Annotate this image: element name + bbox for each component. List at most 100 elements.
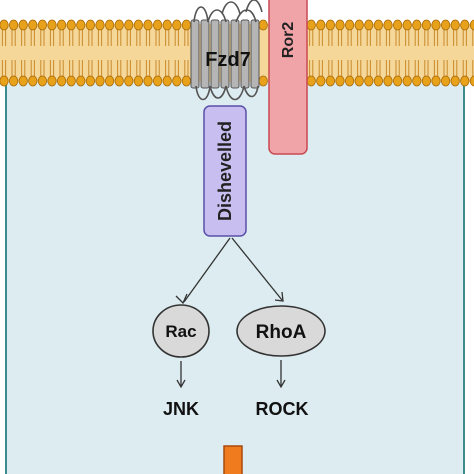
lipid-head xyxy=(431,75,441,87)
dishevelled-to-rac-arrow xyxy=(175,237,231,305)
dishevelled-label: Dishevelled xyxy=(215,121,235,221)
lipid-head xyxy=(383,19,393,31)
fzd7-intracellular-loops xyxy=(195,85,259,101)
lipid-head xyxy=(335,19,345,31)
rhoa-body xyxy=(236,305,326,357)
lipid-head xyxy=(364,19,374,31)
lipid-head xyxy=(344,75,355,87)
lipid-head xyxy=(18,75,28,87)
lipid-head xyxy=(47,75,57,87)
lipid-head xyxy=(354,19,364,31)
lipid-head xyxy=(76,75,86,87)
fzd7-transmembrane-helix xyxy=(230,19,240,89)
lipid-head xyxy=(9,19,19,31)
lipid-head xyxy=(37,19,48,31)
lipid-head xyxy=(258,75,268,87)
lipid-head xyxy=(95,19,105,31)
lipid-head xyxy=(364,75,374,87)
lipid-head xyxy=(56,75,67,87)
lipid-head xyxy=(85,19,96,31)
lipid-head xyxy=(181,19,191,31)
lipid-head xyxy=(172,75,182,87)
lipid-head xyxy=(0,75,9,87)
lipid-head xyxy=(325,19,335,31)
lipid-head xyxy=(402,75,412,87)
lipid-head xyxy=(412,19,422,31)
lipid-head xyxy=(460,75,470,87)
lipid-head xyxy=(421,19,431,31)
lipid-head xyxy=(56,19,67,31)
lipid-head xyxy=(124,75,134,87)
lipid-head xyxy=(37,75,48,87)
lipid-head xyxy=(373,75,383,87)
dishevelled: Dishevelled xyxy=(203,105,247,237)
ror2-body xyxy=(268,0,308,155)
lipid-head xyxy=(143,19,153,31)
lipid-head xyxy=(469,19,474,31)
lipid-head xyxy=(306,75,316,87)
fzd7-transmembrane-helix xyxy=(190,19,200,89)
lipid-head xyxy=(392,75,403,87)
lipid-head xyxy=(373,19,383,31)
lipid-head xyxy=(114,19,124,31)
lipid-head xyxy=(392,19,403,31)
lipid-head xyxy=(460,19,470,31)
lipid-head xyxy=(133,75,143,87)
bottom-orange-bar xyxy=(223,445,243,474)
fzd7-transmembrane-helix xyxy=(210,19,220,89)
lipid-head xyxy=(306,19,316,31)
lipid-head xyxy=(440,19,451,31)
lipid-head xyxy=(18,19,28,31)
lipid-head xyxy=(412,75,422,87)
rhoa-to-rock-arrow xyxy=(276,360,286,389)
fzd7-label: Fzd7 xyxy=(205,49,251,71)
lipid-head xyxy=(450,19,460,31)
lipid-head xyxy=(162,19,172,31)
ror2-receptor: Ror2 xyxy=(268,0,308,155)
lipid-head xyxy=(28,19,38,31)
lipid-head xyxy=(316,75,326,87)
rhoa-label: RhoA xyxy=(256,322,307,343)
lipid-head xyxy=(143,75,153,87)
rac-gtpase: Rac xyxy=(152,304,210,358)
rac-label: Rac xyxy=(165,322,196,341)
lipid-head xyxy=(66,75,76,87)
lipid-head xyxy=(105,75,115,87)
fzd7-receptor: Fzd7 xyxy=(190,0,263,101)
fzd7-transmembrane-helix xyxy=(250,19,260,89)
lipid-head xyxy=(133,19,143,31)
lipid-head xyxy=(85,75,96,87)
lipid-head xyxy=(0,19,9,31)
ror2-label: Ror2 xyxy=(280,22,297,59)
fzd7-transmembrane-helix xyxy=(200,19,210,89)
lipid-head xyxy=(153,75,163,87)
lipid-head xyxy=(105,19,115,31)
lipid-head xyxy=(402,19,412,31)
rock-label: ROCK xyxy=(256,399,309,419)
lipid-head xyxy=(47,19,57,31)
lipid-head xyxy=(344,19,355,31)
fzd7-extracellular-loops xyxy=(193,0,263,23)
lipid-head xyxy=(153,19,163,31)
lipid-head xyxy=(95,75,105,87)
rac-body xyxy=(152,304,210,358)
lipid-head xyxy=(124,19,134,31)
lipid-head xyxy=(383,75,393,87)
lipid-head xyxy=(258,19,268,31)
lipid-head xyxy=(421,75,431,87)
lipid-head xyxy=(9,75,19,87)
dishevelled-to-rhoa-arrow xyxy=(231,237,284,302)
lipid-head xyxy=(469,75,474,87)
lipid-head xyxy=(76,19,86,31)
lipid-head xyxy=(181,75,191,87)
rac-to-jnk-arrow xyxy=(176,361,186,389)
rhoa-gtpase: RhoA xyxy=(236,305,326,357)
lipid-head xyxy=(114,75,124,87)
lipid-head xyxy=(66,19,76,31)
lipid-head xyxy=(162,75,172,87)
lipid-head xyxy=(431,19,441,31)
lipid-head xyxy=(450,75,460,87)
lipid-head xyxy=(28,75,38,87)
lipid-head xyxy=(440,75,451,87)
